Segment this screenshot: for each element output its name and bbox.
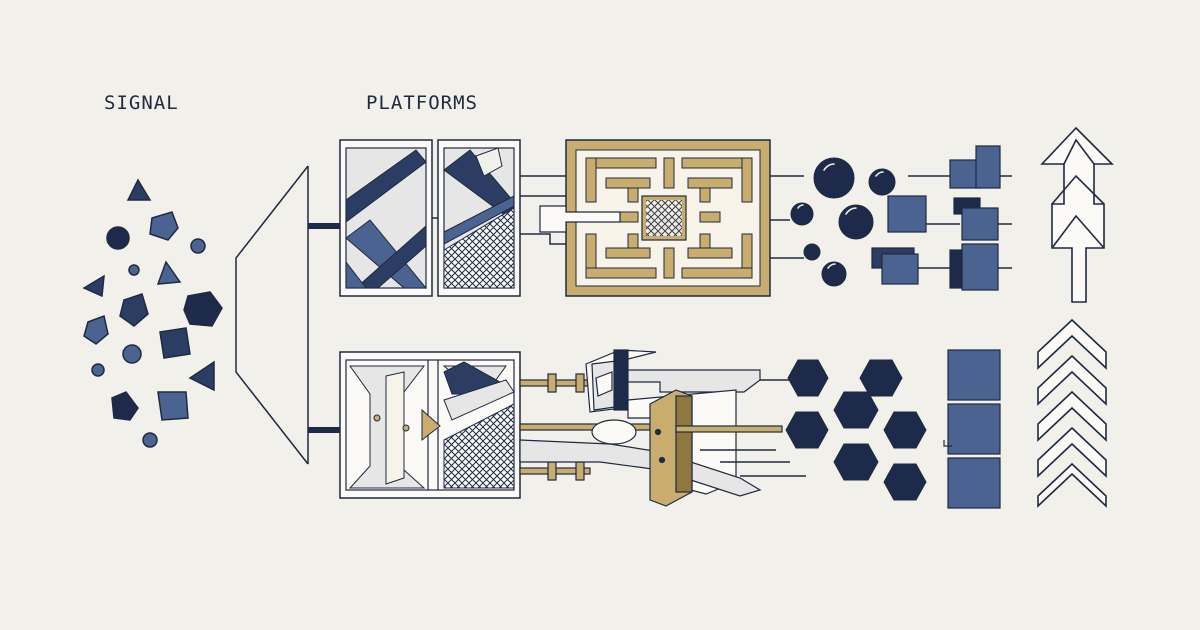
- funnel: [235, 165, 309, 465]
- funnel-connectors: [308, 223, 340, 433]
- output-hexagons: [785, 359, 927, 501]
- top-connectors: [432, 175, 566, 245]
- top-platform-panel-right: [437, 139, 521, 297]
- signal-label: SIGNAL: [104, 92, 179, 114]
- platforms-label: PLATFORMS: [366, 92, 478, 114]
- top-block-ticks: [908, 175, 1012, 269]
- maze-core: [539, 139, 771, 297]
- output-spheres: [790, 157, 896, 287]
- bottom-platform-panel: [339, 351, 521, 499]
- maze-out-connectors: [770, 175, 804, 259]
- bottom-mechanism: [519, 349, 806, 507]
- top-platform-panel-left: [339, 139, 433, 297]
- bottom-output-squares: [943, 349, 1001, 509]
- chevron-up-icon: [1037, 318, 1107, 508]
- top-output-blocks: [871, 145, 1001, 291]
- signal-shapes: [82, 178, 223, 448]
- sphere-highlights: [797, 163, 884, 269]
- up-arrow-icon: [1040, 126, 1114, 303]
